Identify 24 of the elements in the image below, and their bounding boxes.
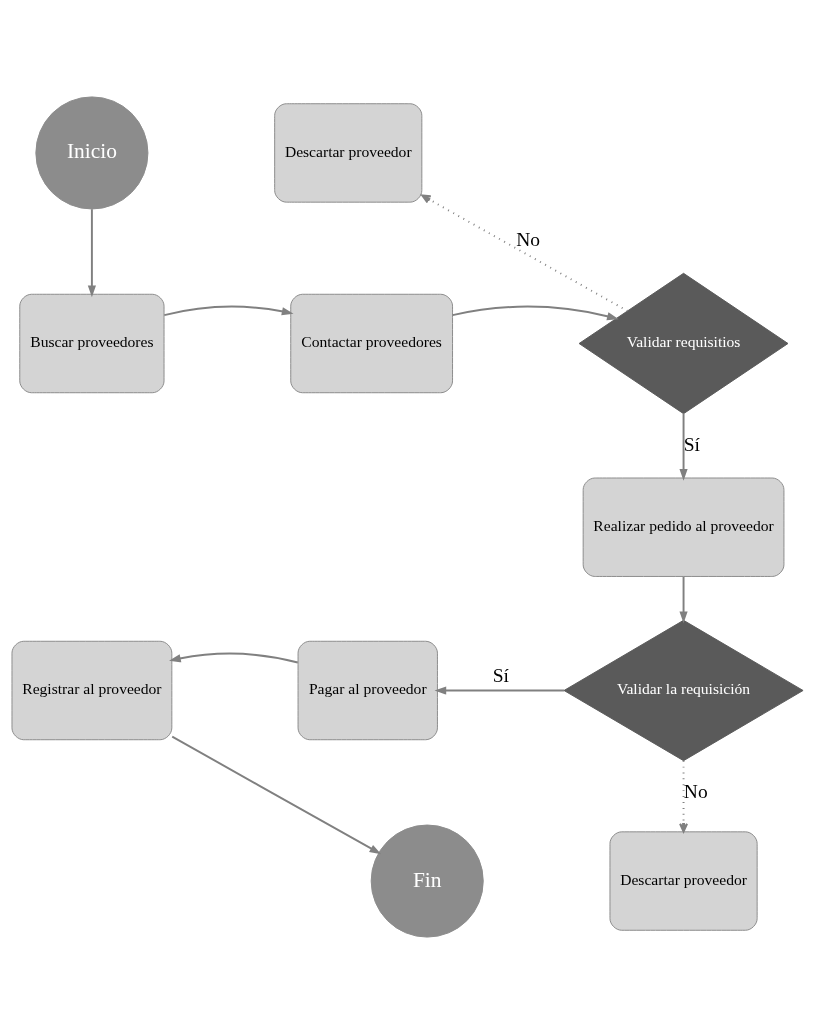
node-box: Descartar proveedor: [274, 102, 423, 203]
node-box: Buscar proveedores: [19, 293, 165, 393]
arrow: [434, 685, 566, 695]
edge-label: Sí: [492, 664, 509, 686]
arrow: [679, 575, 688, 623]
arrow: [451, 305, 619, 320]
edge-label: No: [683, 780, 708, 802]
node-box: Descartar proveedor: [609, 830, 758, 931]
node-diamond: Validar requisitios: [578, 272, 789, 414]
edge-label: No: [516, 228, 540, 250]
arrow: [87, 207, 96, 297]
node-circle: Inicio: [35, 95, 149, 209]
node-box: Contactar proveedores: [290, 293, 454, 393]
arrow: [169, 652, 299, 663]
node-box: Pagar al proveedor: [297, 640, 438, 740]
node-box: Realizar pedido al proveedor: [582, 477, 785, 577]
arrow: [679, 412, 688, 481]
edge-label: Sí: [683, 433, 700, 455]
arrow: [163, 305, 294, 316]
node-box: Registrar al proveedor: [11, 640, 173, 740]
arrow: [421, 194, 629, 312]
arrow: [171, 735, 382, 854]
arrow: [679, 759, 689, 833]
node-diamond: Validar la requisición: [563, 619, 804, 761]
